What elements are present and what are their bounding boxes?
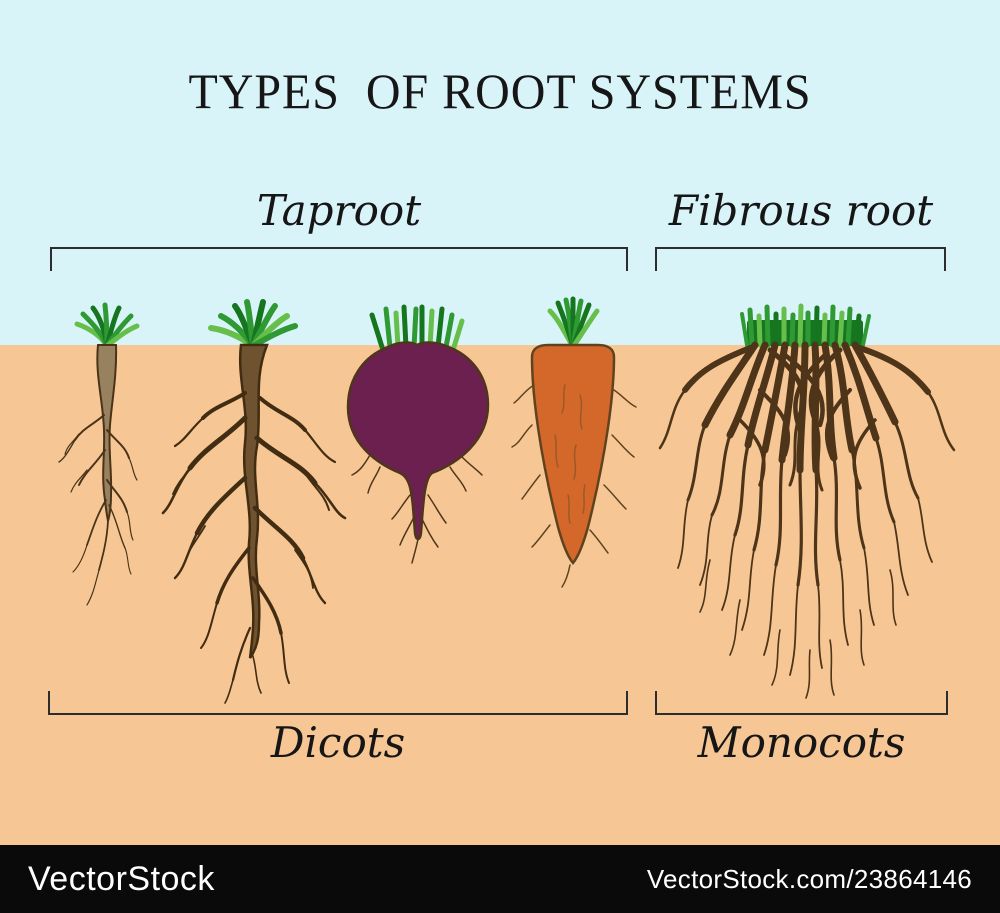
grass-tuft-icon xyxy=(208,299,298,349)
beet-icon xyxy=(346,341,490,564)
fibrous-bracket xyxy=(655,247,946,271)
monocots-group-label: Monocots xyxy=(697,718,906,767)
fibrous-root-illustration xyxy=(658,303,956,699)
page-title: TYPES OF ROOT SYSTEMS xyxy=(188,63,812,119)
vectorstock-logo: VectorStock xyxy=(28,859,215,898)
grass-tuft-icon xyxy=(369,304,465,350)
branched-taproot-illustration xyxy=(161,299,347,704)
vectorstock-url: VectorStock.com/23864146 xyxy=(646,863,972,894)
fibrous-roots-icon xyxy=(658,341,956,699)
watermark-bar: VectorStock VectorStock.com/23864146 xyxy=(0,845,1000,913)
young-taproot-illustration xyxy=(58,302,140,606)
beet-root-illustration xyxy=(346,304,490,564)
monocots-bracket xyxy=(655,691,948,715)
fibrous-group-label: Fibrous root xyxy=(668,186,934,235)
carrot-icon xyxy=(511,343,637,588)
carrot-root-illustration xyxy=(511,296,637,588)
taproot-bracket xyxy=(50,247,628,271)
taproot-group-label: Taproot xyxy=(256,186,422,235)
grass-tuft-icon xyxy=(547,296,600,350)
taproot-icon xyxy=(58,344,138,606)
taproot-icon xyxy=(161,343,347,704)
dicots-bracket xyxy=(48,691,628,715)
dicots-group-label: Dicots xyxy=(270,718,406,767)
grass-tuft-icon xyxy=(74,302,140,349)
grass-patch-icon xyxy=(740,303,871,348)
